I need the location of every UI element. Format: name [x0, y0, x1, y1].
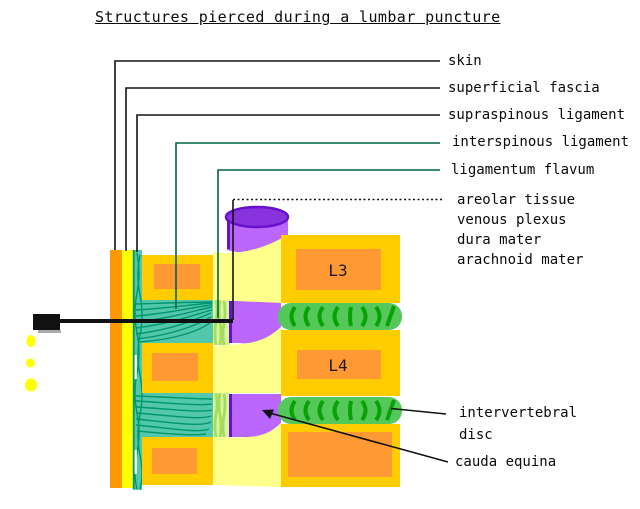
- spinal-needle: [33, 314, 233, 330]
- dural-cylinder-top-group: [224, 205, 290, 229]
- vertebra-labels: L3 L4: [328, 261, 347, 375]
- intervertebral-disc-leader: [390, 407, 447, 415]
- vertebra-L3-label: L3: [328, 261, 347, 280]
- needle-hub-shadow: [38, 330, 61, 333]
- label-intervertebral-disc: intervertebral disc: [459, 405, 578, 443]
- cauda-equina-arrowhead: [262, 409, 274, 419]
- ligamentum-flavum-leader: [217, 169, 440, 318]
- label-cauda-equina: cauda equina: [455, 454, 557, 470]
- csf-drops: [25, 335, 37, 392]
- label-dura-mater: dura mater: [457, 232, 542, 248]
- skin-layer: [110, 250, 122, 488]
- label-skin: skin: [448, 53, 482, 69]
- interspinous-leader: [175, 142, 440, 309]
- vertebra-L4-label: L4: [328, 356, 347, 375]
- dural-region-upper: [229, 301, 281, 344]
- cauda-equina-leader: [265, 411, 449, 463]
- label-supraspinous-ligament: supraspinous ligament: [448, 107, 626, 123]
- leader-lines-black: [114, 60, 449, 463]
- interspinous-region-lower: [133, 393, 213, 437]
- superficial-fascia-layer: [122, 250, 133, 488]
- label-interspinous-ligament: interspinous ligament: [452, 134, 630, 150]
- superficial-fascia-leader: [125, 87, 440, 251]
- dural-cylinder-top: [224, 205, 290, 229]
- disc-L3-L4: [278, 303, 402, 330]
- diagram-title: Structures pierced during a lumbar punct…: [95, 8, 501, 26]
- disc-annulus-marks: [289, 305, 396, 422]
- supraspinous-leader: [136, 114, 440, 252]
- label-deep-layers: areolar tissue venous plexus dura mater …: [457, 190, 583, 270]
- bone-inner-cores: [152, 249, 392, 477]
- label-arachnoid-mater: arachnoid mater: [457, 252, 584, 268]
- needle-shaft: [60, 319, 233, 323]
- lamina-regions: [213, 238, 282, 487]
- label-ligamentum-flavum: ligamentum flavum: [451, 162, 595, 178]
- skin-leader: [114, 60, 440, 250]
- needle-hub: [33, 314, 60, 330]
- label-areolar-tissue: areolar tissue: [457, 192, 576, 208]
- dural-region-lower: [229, 394, 281, 438]
- leader-lines-green: [175, 142, 440, 318]
- label-superficial-fascia: superficial fascia: [448, 80, 600, 96]
- ligament-fiber-lines: [132, 250, 213, 490]
- label-venous-plexus: venous plexus: [457, 212, 567, 228]
- strip-highlights: [134, 355, 137, 474]
